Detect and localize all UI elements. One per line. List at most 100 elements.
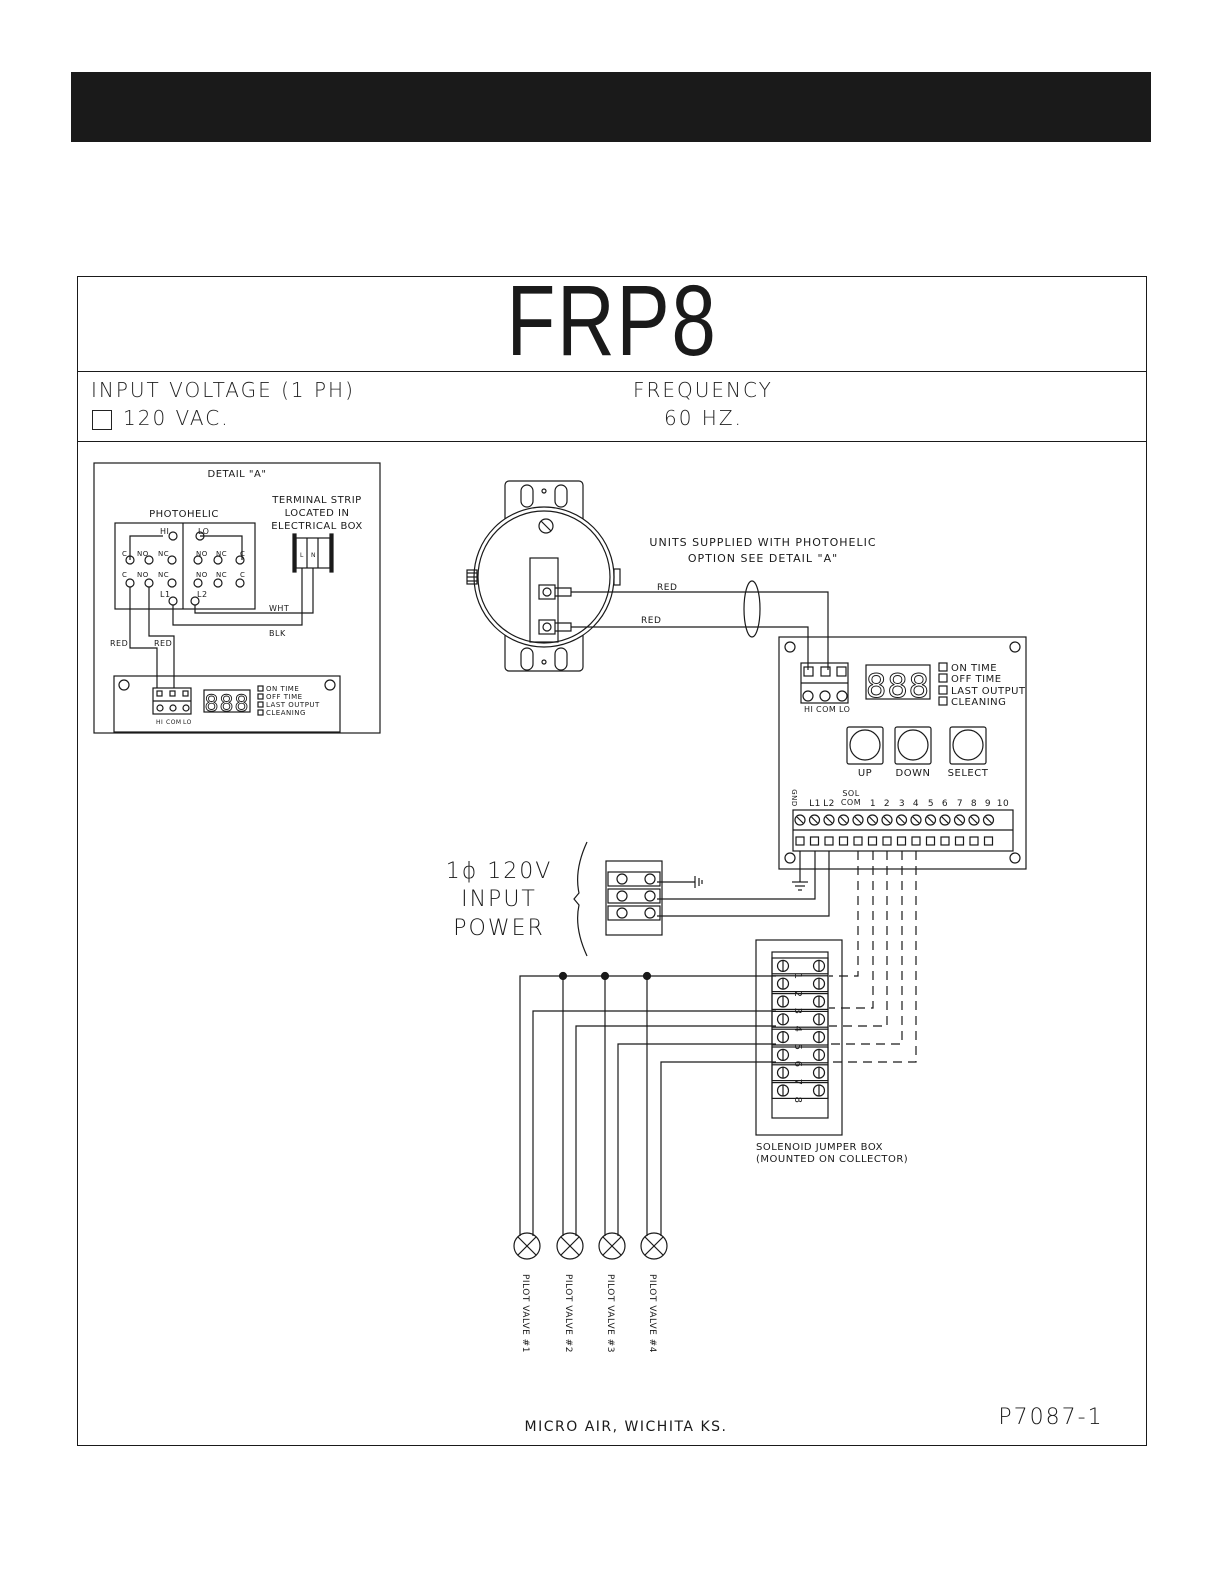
controller-screw-slot bbox=[883, 816, 891, 824]
controller-screw bbox=[982, 814, 995, 826]
select-button-label: SELECT bbox=[948, 768, 989, 779]
contact-top-1: NO bbox=[137, 550, 149, 558]
controller-screw-slot bbox=[970, 816, 978, 824]
controller-legend-2: LAST OUTPUT bbox=[951, 686, 1026, 697]
detail-a-border bbox=[93, 462, 381, 734]
pilot-valve-label-4: PILOT VALVE #4 bbox=[647, 1274, 657, 1353]
controller-terminal-square bbox=[838, 836, 849, 846]
jumper-row bbox=[771, 1064, 829, 1082]
contact-top-2: NC bbox=[158, 550, 169, 558]
bottom-term-8: 8 bbox=[971, 799, 977, 809]
controller-terminal-square bbox=[882, 836, 892, 846]
controller-screw bbox=[924, 814, 937, 826]
controller-screw-slot bbox=[796, 816, 804, 824]
red-wire-2 bbox=[571, 626, 809, 670]
bottom-term-l1: L1 bbox=[809, 799, 821, 809]
page-title: FRP8 bbox=[506, 265, 718, 377]
controller-screw-slot bbox=[956, 816, 963, 824]
mini-legend-3: CLEANING bbox=[266, 709, 306, 717]
jumper-number-2: 2 bbox=[792, 991, 803, 998]
contact-bottom-2: NC bbox=[158, 571, 169, 579]
photohelic-note-line-1: UNITS SUPPLIED WITH PHOTOHELIC bbox=[649, 536, 876, 549]
pilot-valve-label-3: PILOT VALVE #3 bbox=[605, 1274, 615, 1353]
footer-drawing-number: P7087-1 bbox=[998, 1405, 1103, 1430]
bottom-term-l2: L2 bbox=[823, 799, 835, 809]
mini-term-com: COM bbox=[166, 719, 182, 726]
contact-bottom-5: C bbox=[240, 571, 245, 579]
controller-terminal-square bbox=[911, 836, 921, 846]
controller-screw bbox=[852, 814, 864, 826]
contact-top-5: C bbox=[240, 550, 245, 558]
controller-screw bbox=[808, 814, 821, 826]
controller-screw-slot bbox=[941, 816, 949, 824]
terminal-strip-line-1: TERMINAL STRIP bbox=[271, 495, 361, 506]
input-power-brace bbox=[573, 841, 588, 957]
jumper-row bbox=[771, 1046, 829, 1064]
l2-label: L2 bbox=[197, 590, 208, 599]
blk-label: BLK bbox=[269, 629, 286, 638]
pilot-wiring bbox=[519, 971, 776, 1236]
controller-screw-slot bbox=[869, 816, 876, 824]
solenoid-jumper-box bbox=[755, 939, 843, 1136]
bottom-term-1: 1 bbox=[870, 799, 876, 809]
bottom-term-4: 4 bbox=[913, 799, 919, 809]
jumper-number-5: 5 bbox=[792, 1044, 803, 1051]
jumper-number-7: 7 bbox=[792, 1079, 803, 1086]
voltage-value: 120 VAC. bbox=[123, 406, 230, 430]
mini-legend-1: OFF TIME bbox=[266, 693, 303, 701]
pilot-valves bbox=[513, 1232, 668, 1260]
l1-wire bbox=[657, 851, 816, 900]
controller-screw-slot bbox=[840, 816, 847, 824]
controller-screw-slot bbox=[927, 816, 934, 824]
jumper-number-6: 6 bbox=[792, 1061, 803, 1068]
l2-wire bbox=[657, 851, 830, 917]
jumper-row bbox=[771, 1028, 829, 1046]
down-button-label: DOWN bbox=[896, 768, 931, 779]
contact-top-3: NO bbox=[196, 550, 208, 558]
contact-bottom-1: NO bbox=[137, 571, 149, 579]
mini-legend-2: LAST OUTPUT bbox=[266, 701, 320, 709]
controller-display: 888 bbox=[866, 667, 930, 705]
controller-legend-1: OFF TIME bbox=[951, 674, 1002, 685]
controller-term-com: COM bbox=[816, 705, 836, 714]
jumper-row bbox=[771, 1081, 829, 1099]
input-power-line-1: 1ϕ 120V bbox=[446, 859, 553, 884]
controller-legend-3: CLEANING bbox=[951, 697, 1006, 708]
controller-screw-slot bbox=[898, 816, 905, 824]
controller-legend-0: ON TIME bbox=[951, 663, 997, 674]
title-row: FRP8 bbox=[78, 271, 1146, 372]
detail-a bbox=[93, 462, 381, 734]
strip-l-label: L bbox=[300, 552, 304, 559]
photohelic-box bbox=[114, 522, 256, 610]
bottom-term-2: 2 bbox=[884, 799, 890, 809]
l1-label: L1 bbox=[160, 590, 171, 599]
controller-screw-slot bbox=[825, 816, 833, 824]
red-wire-2-label: RED bbox=[641, 616, 661, 626]
frequency-value: 60 HZ. bbox=[664, 406, 743, 430]
drawing-frame: FRP8 INPUT VOLTAGE (1 PH) 120 VAC. FREQU… bbox=[77, 271, 1147, 1446]
controller-screw bbox=[866, 814, 879, 826]
jumper-number-1: 1 bbox=[792, 973, 803, 980]
pilot-valve-label-2: PILOT VALVE #2 bbox=[563, 1274, 573, 1353]
controller-board bbox=[778, 636, 1027, 870]
controller-term-lo: LO bbox=[839, 705, 850, 714]
terminal-strip-line-3: ELECTRICAL BOX bbox=[271, 521, 363, 532]
controller-screw bbox=[881, 814, 893, 826]
up-button-label: UP bbox=[858, 768, 872, 779]
voltage-checkbox[interactable] bbox=[92, 410, 112, 430]
controller-screw bbox=[794, 814, 806, 826]
pilot-valve-label-1: PILOT VALVE #1 bbox=[520, 1274, 530, 1353]
dashed-control-wires bbox=[829, 851, 917, 1063]
red-wire-1 bbox=[571, 591, 829, 670]
controller-terminal-square bbox=[853, 836, 863, 846]
controller-term-hi: HI bbox=[804, 705, 813, 714]
bottom-term-gnd: GND bbox=[790, 789, 798, 807]
controller-screw bbox=[968, 814, 980, 826]
contact-bottom-0: C bbox=[122, 571, 127, 579]
jumper-number-8: 8 bbox=[792, 1097, 803, 1104]
controller-terminal-square bbox=[795, 836, 805, 846]
input-power-line-3: POWER bbox=[453, 916, 545, 941]
input-power-line-2: INPUT bbox=[461, 887, 537, 912]
lo-label: LO bbox=[198, 527, 209, 536]
controller-screw bbox=[823, 814, 835, 826]
